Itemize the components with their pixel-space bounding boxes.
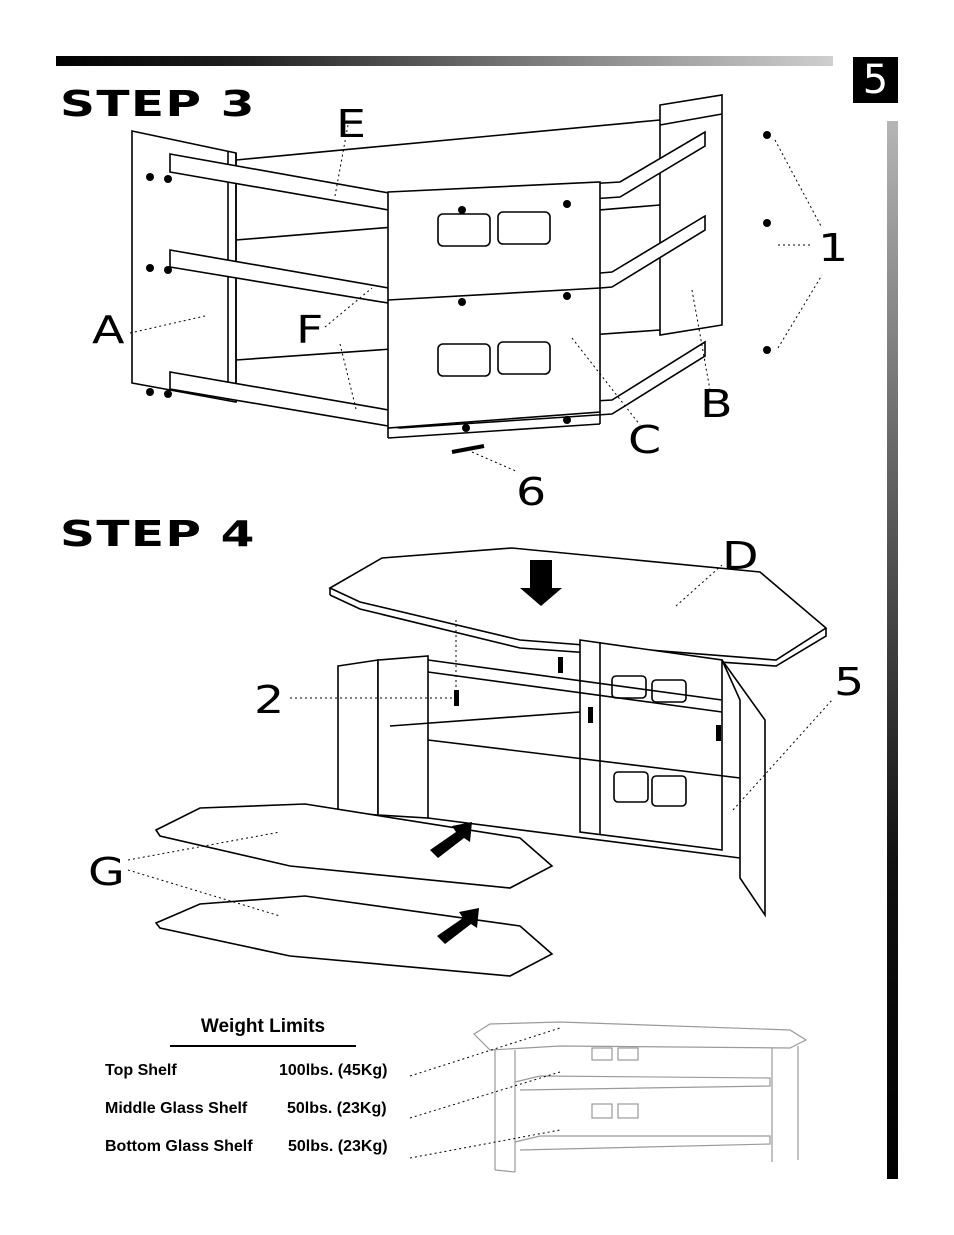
weight-row-name: Middle Glass Shelf	[105, 1100, 248, 1117]
weight-row-name: Bottom Glass Shelf	[105, 1138, 253, 1155]
label-A: A	[92, 308, 125, 352]
weight-limits-title: Weight Limits	[200, 1016, 326, 1037]
label-2: 2	[254, 678, 285, 722]
weight-row: Middle Glass Shelf 50lbs. (23Kg)	[105, 1100, 387, 1118]
label-G: G	[88, 850, 125, 894]
page-number: 5	[853, 57, 898, 103]
label-F: F	[296, 308, 324, 352]
header-gradient-bar	[56, 56, 833, 66]
label-C: C	[628, 418, 662, 462]
step4-illustration	[127, 547, 833, 977]
label-D: D	[722, 534, 759, 578]
weight-limits-underline	[170, 1045, 356, 1047]
side-gradient-bar	[887, 121, 898, 1179]
weight-row-value: 100lbs. (45Kg)	[279, 1062, 388, 1079]
weight-row: Top Shelf 100lbs. (45Kg)	[105, 1062, 387, 1080]
label-5: 5	[834, 660, 865, 704]
step4-title: STEP 4	[60, 514, 256, 555]
label-B: B	[700, 382, 733, 426]
label-6: 6	[516, 470, 547, 514]
label-E: E	[336, 102, 367, 146]
step3-title: STEP 3	[60, 84, 256, 125]
weight-row-name: Top Shelf	[105, 1062, 177, 1079]
weight-row-value: 50lbs. (23Kg)	[287, 1100, 387, 1117]
step3-illustration	[129, 94, 823, 473]
weight-row: Bottom Glass Shelf 50lbs. (23Kg)	[105, 1138, 388, 1156]
label-1: 1	[818, 226, 849, 270]
weight-row-value: 50lbs. (23Kg)	[288, 1138, 388, 1155]
